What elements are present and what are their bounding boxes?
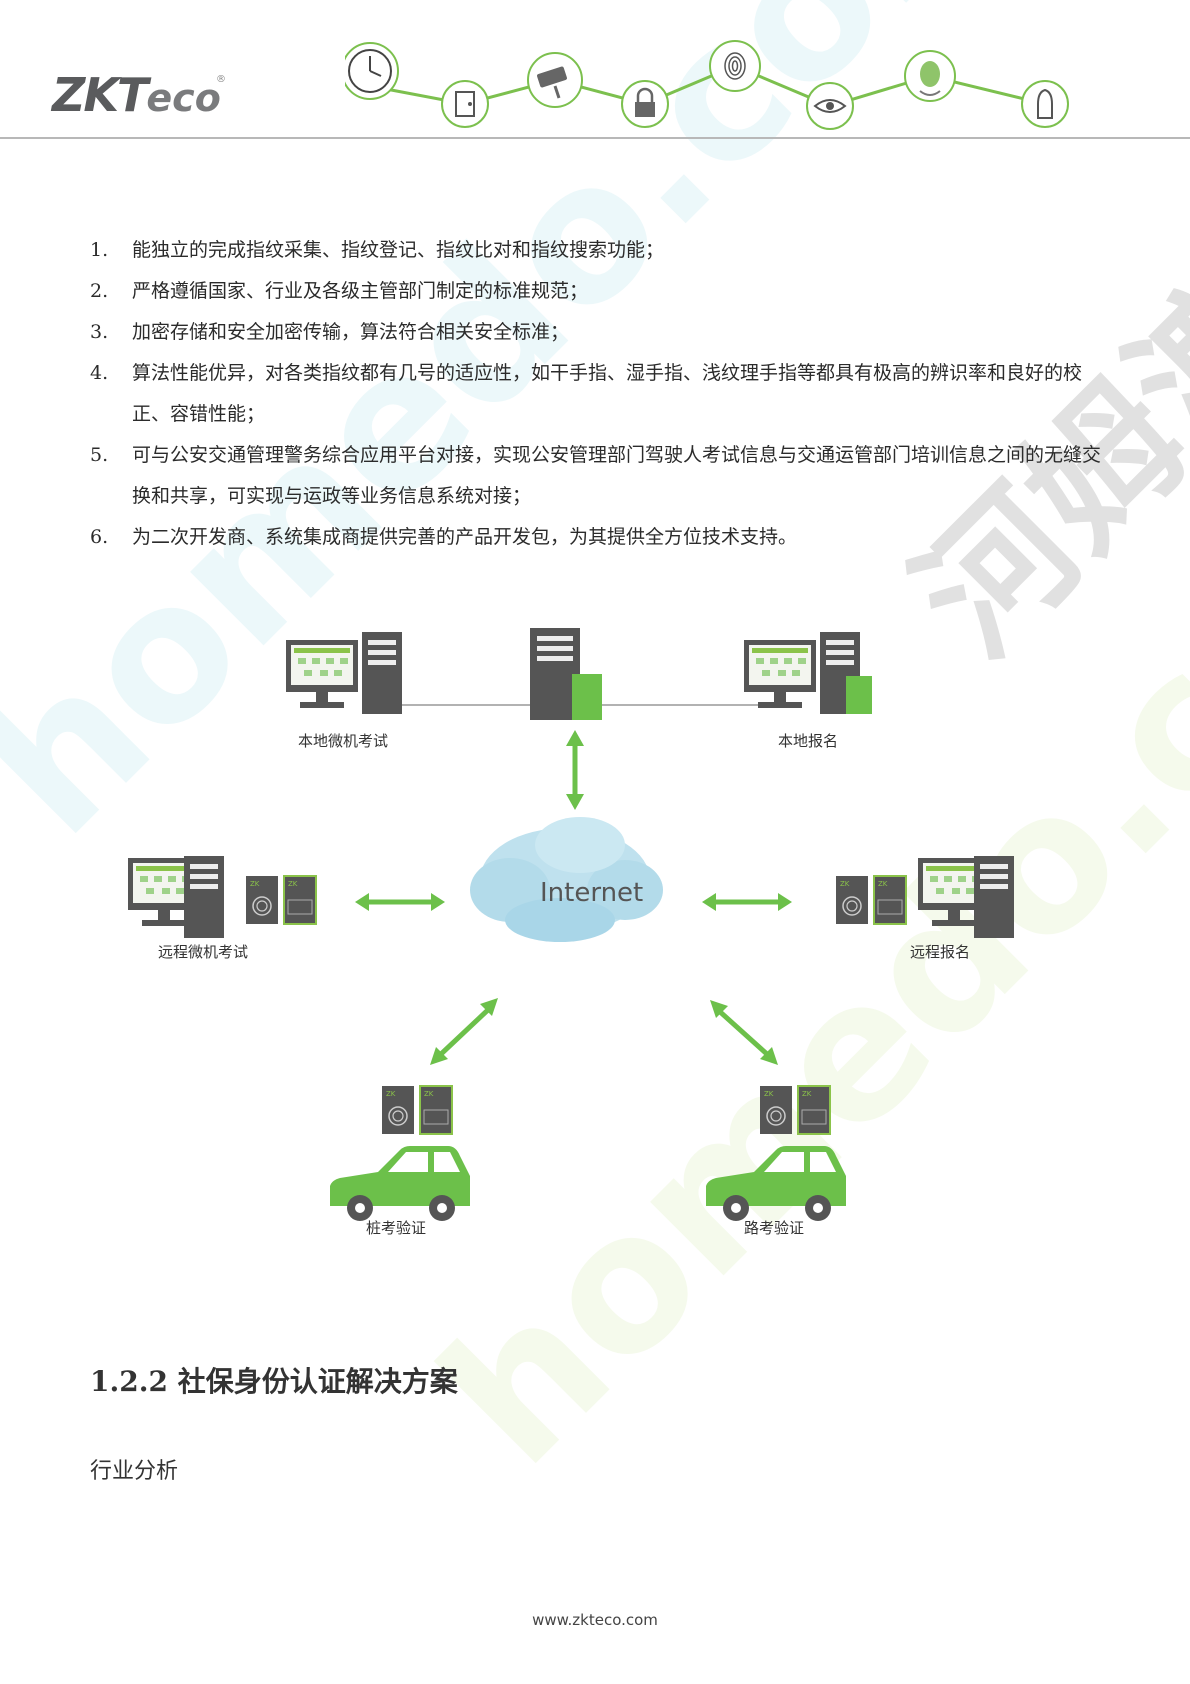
central-server xyxy=(530,628,602,720)
list-item-text: 能独立的完成指纹采集、指纹登记、指纹比对和指纹搜索功能； xyxy=(132,239,665,261)
remote-exam-arrow xyxy=(355,893,445,911)
road-test-arrow xyxy=(710,1000,778,1065)
pile-test-label: 桩考验证 xyxy=(366,1219,427,1237)
list-item: 5. 可与公安交通管理警务综合应用平台对接，实现公安管理部门驾驶人考试信息与交通运… xyxy=(90,435,1110,517)
local-exam-station xyxy=(286,632,402,714)
camera-icon xyxy=(527,52,583,108)
requirements-list: 1. 能独立的完成指纹采集、指纹登记、指纹比对和指纹搜索功能； 2. 严格遵循国家、… xyxy=(90,230,1110,558)
list-item-number: 2. xyxy=(90,280,109,302)
company-logo: ZKTeco xyxy=(52,68,221,122)
list-item-text: 为二次开发商、系统集成商提供完善的产品开发包，为其提供全方位技术支持。 xyxy=(132,526,798,548)
hand-icon xyxy=(1021,80,1069,128)
remote-register-station xyxy=(835,856,1014,938)
logo-eco: eco xyxy=(146,76,221,120)
list-item: 3. 加密存储和安全加密传输，算法符合相关安全标准； xyxy=(90,312,1110,353)
list-item-number: 1. xyxy=(90,239,109,261)
list-item-number: 6. xyxy=(90,526,109,548)
header-icon-chain xyxy=(345,40,1069,130)
subsection-title: 行业分析 xyxy=(90,1459,179,1484)
pile-test-arrow xyxy=(430,998,498,1065)
internet-label: Internet xyxy=(540,878,644,908)
lock-icon xyxy=(621,80,669,128)
local-register-label: 本地报名 xyxy=(778,732,839,750)
list-item-number: 3. xyxy=(90,321,109,343)
logo-zk: ZKT xyxy=(52,68,148,122)
local-register-station xyxy=(744,632,872,714)
network-diagram: ZK ZK xyxy=(0,600,1190,1260)
list-item-text: 可与公安交通管理警务综合应用平台对接，实现公安管理部门驾驶人考试信息与交通运管部… xyxy=(132,444,1102,507)
local-exam-label: 本地微机考试 xyxy=(298,732,389,750)
fingerprint-icon xyxy=(709,40,761,92)
list-item: 6. 为二次开发商、系统集成商提供完善的产品开发包，为其提供全方位技术支持。 xyxy=(90,517,1110,558)
list-item-text: 加密存储和安全加密传输，算法符合相关安全标准； xyxy=(132,321,570,343)
door-icon xyxy=(441,80,489,128)
clock-icon xyxy=(345,42,399,100)
header-divider xyxy=(0,137,1190,139)
face-icon xyxy=(904,50,956,102)
server-internet-arrow xyxy=(566,730,584,810)
section-title: 1.2.2 社保身份认证解决方案 xyxy=(90,1365,458,1398)
road-test-station xyxy=(706,1085,846,1221)
remote-register-label: 远程报名 xyxy=(910,943,971,961)
list-item: 4. 算法性能优异，对各类指纹都有几号的适应性，如干手指、湿手指、浅纹理手指等都具… xyxy=(90,353,1110,435)
pile-test-station xyxy=(330,1085,470,1221)
registered-mark: ® xyxy=(216,74,226,85)
remote-register-arrow xyxy=(702,893,792,911)
list-item: 1. 能独立的完成指纹采集、指纹登记、指纹比对和指纹搜索功能； xyxy=(90,230,1110,271)
list-item-number: 4. xyxy=(90,362,109,384)
internet-cloud xyxy=(470,817,663,942)
footer-url: www.zkteco.com xyxy=(532,1611,658,1629)
road-test-label: 路考验证 xyxy=(744,1219,805,1237)
eye-icon xyxy=(806,82,854,130)
list-item-text: 算法性能优异，对各类指纹都有几号的适应性，如干手指、湿手指、浅纹理手指等都具有极… xyxy=(132,362,1083,425)
remote-exam-station xyxy=(128,856,317,938)
remote-exam-label: 远程微机考试 xyxy=(158,943,249,961)
list-item: 2. 严格遵循国家、行业及各级主管部门制定的标准规范； xyxy=(90,271,1110,312)
list-item-number: 5. xyxy=(90,444,109,466)
list-item-text: 严格遵循国家、行业及各级主管部门制定的标准规范； xyxy=(132,280,589,302)
